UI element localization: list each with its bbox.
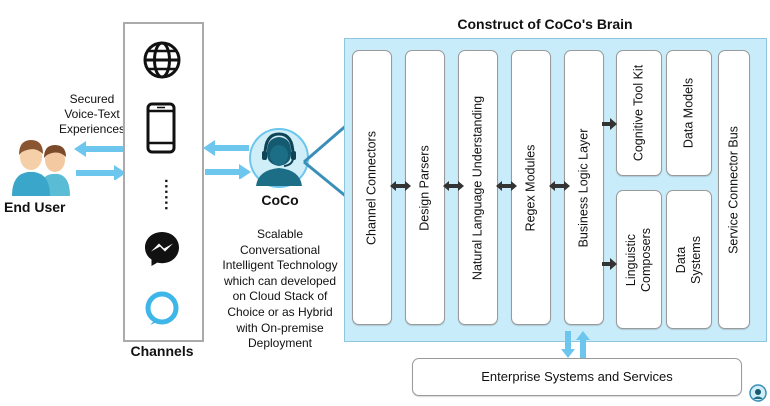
coco-desc-line-7: with On-premise	[236, 320, 324, 335]
brain-title: Construct of CoCo's Brain	[457, 16, 633, 32]
coco-logo-icon	[749, 384, 767, 402]
end-user-icon	[12, 140, 70, 196]
coco-desc-line-5: on Cloud Stack of	[232, 289, 328, 304]
globe-icon	[143, 41, 181, 79]
coco-desc-line-2: Conversational	[239, 242, 321, 257]
ellipsis-text: ......	[154, 177, 172, 211]
arrow-business-composers	[602, 258, 617, 270]
secured-text: Secured Voice-Text Experiences	[52, 92, 132, 137]
arrow-left	[74, 141, 124, 157]
module-regex: Regex Modules	[511, 50, 551, 325]
arrow-channel-design	[390, 181, 411, 191]
coco-desc-line-8: Deployment	[247, 336, 313, 351]
enterprise-systems-box: Enterprise Systems and Services	[412, 358, 742, 396]
module-channel-connectors: Channel Connectors	[352, 50, 392, 325]
channel-coco-arrows	[203, 140, 251, 179]
connector-bottom	[303, 160, 349, 200]
channels-label: Channels	[130, 343, 194, 359]
coco-desc-line-6: Choice or as Hybrid	[227, 304, 333, 319]
alexa-icon	[145, 291, 179, 325]
arrow-nlu-regex	[496, 181, 517, 191]
arrow-business-toolkit	[602, 118, 617, 130]
module-nlu: Natural Language Understanding	[458, 50, 498, 325]
secured-line-1: Secured	[69, 92, 115, 106]
arrow-up	[576, 331, 590, 358]
coco-desc-line-4: which can developed	[223, 273, 337, 288]
arrow-right	[76, 165, 126, 180]
service-connector-bus-box: Service Connector Bus	[718, 50, 750, 329]
coco-label: CoCo	[261, 192, 299, 208]
ellipsis-icon: ......	[153, 172, 173, 216]
user-channel-arrows	[74, 141, 126, 180]
cognitive-tool-kit-box: Cognitive Tool Kit	[616, 50, 662, 176]
arrow-design-nlu	[443, 181, 464, 191]
coco-desc-line-1: Scalable	[256, 227, 304, 241]
channels-panel: ......	[123, 22, 204, 342]
data-models-box: Data Models	[666, 50, 712, 176]
secured-line-2: Voice-Text	[64, 107, 120, 121]
arrow-down	[561, 331, 575, 358]
arrow-regex-business	[549, 181, 570, 191]
enterprise-label: Enterprise Systems and Services	[481, 369, 673, 384]
arrow-right	[205, 164, 251, 179]
arrow-left	[203, 140, 249, 156]
data-systems-box: Data Systems	[666, 190, 712, 329]
linguistic-composers-box: Linguistic Composers	[616, 190, 662, 329]
module-arrows	[390, 118, 617, 270]
messenger-icon	[145, 232, 179, 266]
brain-enterprise-arrows	[561, 331, 590, 358]
coco-desc-line-3: Intelligent Technology	[222, 258, 338, 273]
smartphone-icon	[146, 102, 176, 154]
end-user-label: End User	[4, 199, 66, 215]
coco-description: Scalable Conversational Intelligent Tech…	[198, 227, 362, 352]
connector-top	[303, 122, 349, 164]
coco-brain-connector	[303, 122, 349, 200]
secured-line-3: Experiences	[58, 122, 126, 136]
